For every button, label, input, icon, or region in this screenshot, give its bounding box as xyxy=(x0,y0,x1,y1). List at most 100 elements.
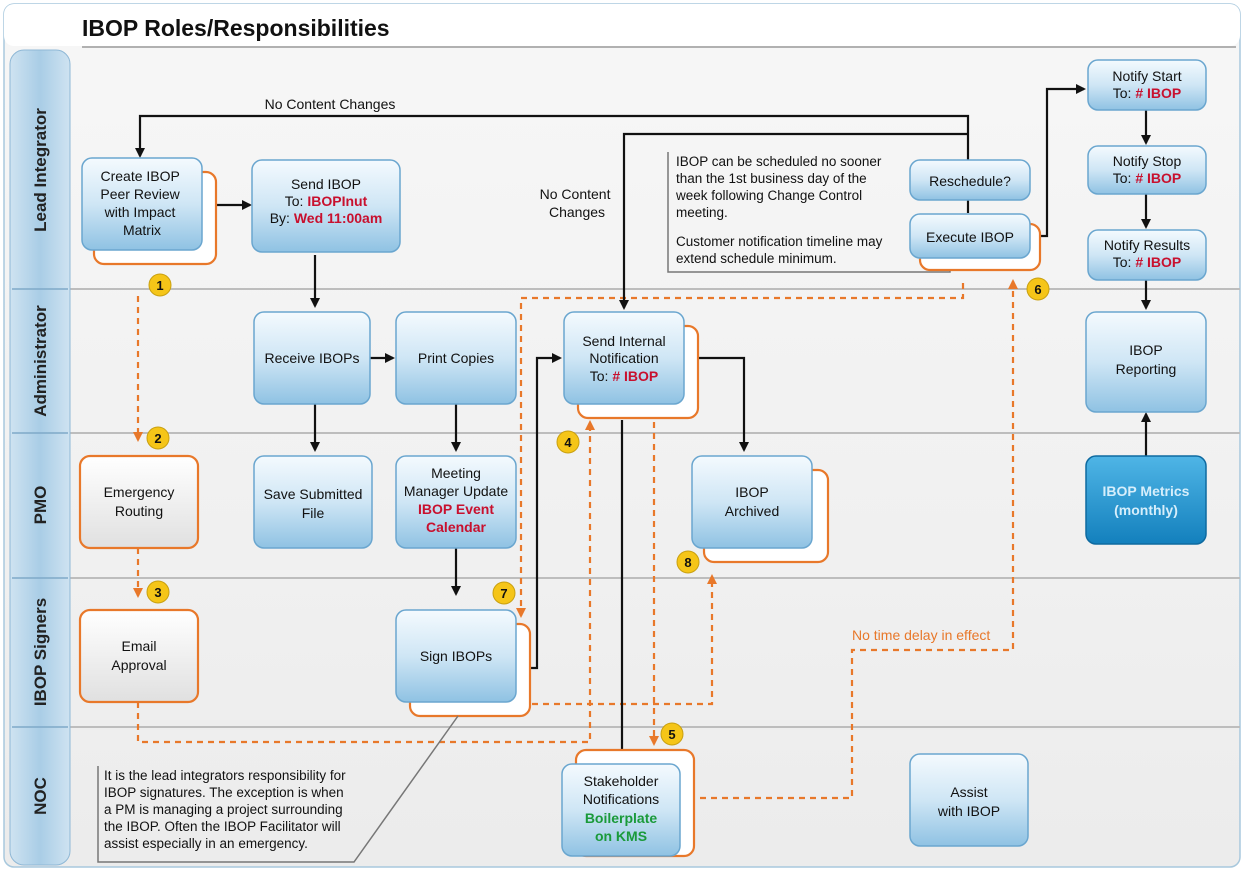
notify-stop-prefix: To: xyxy=(1113,170,1136,186)
send-internal-line2: Notification xyxy=(589,350,658,366)
execute-ibop-label: Execute IBOP xyxy=(926,229,1014,245)
notify-results-prefix: To: xyxy=(1113,254,1136,270)
svg-text:To: # IBOP: To: # IBOP xyxy=(1113,170,1181,186)
svg-text:Send IBOP: Send IBOP xyxy=(291,176,361,192)
notify-stop-title: Notify Stop xyxy=(1113,153,1182,169)
label-no-content-changes-mid: No Content xyxy=(540,186,611,202)
create-ibop-line: Matrix xyxy=(123,222,161,238)
note-line: extend schedule minimum. xyxy=(676,251,837,266)
stakeholder-green: Boilerplate xyxy=(585,810,658,826)
notify-results-value: # IBOP xyxy=(1135,254,1181,270)
note-line: It is the lead integrators responsibilit… xyxy=(104,768,346,783)
ibop-reporting-line: IBOP xyxy=(1129,342,1162,358)
svg-text:IBOP can be scheduled no soone: IBOP can be scheduled no sooner than the… xyxy=(675,154,886,266)
svg-text:8: 8 xyxy=(684,555,691,570)
ibop-reporting-line: Reporting xyxy=(1116,361,1177,377)
ibop-metrics-line: IBOP Metrics xyxy=(1103,483,1190,499)
svg-text:5: 5 xyxy=(668,727,675,742)
node-sign-ibops[interactable]: Sign IBOPs xyxy=(395,609,532,718)
note-line: IBOP signatures. The exception is when xyxy=(104,785,344,800)
responsibility-note: It is the lead integrators responsibilit… xyxy=(97,715,459,863)
node-print-copies[interactable]: Print Copies xyxy=(395,311,517,405)
svg-text:2: 2 xyxy=(154,431,161,446)
send-by-value: Wed 11:00am xyxy=(294,210,382,226)
svg-text:It is the lead integrators res: It is the lead integrators responsibilit… xyxy=(104,768,349,851)
send-to-value: IBOPInut xyxy=(307,193,367,209)
notify-results-title: Notify Results xyxy=(1104,237,1190,253)
meeting-manager-red: IBOP Event xyxy=(418,501,494,517)
notify-start-value: # IBOP xyxy=(1135,85,1181,101)
node-send-internal[interactable]: Send Internal Notification To: # IBOP xyxy=(563,311,700,420)
node-ibop-archived[interactable]: IBOP Archived xyxy=(691,455,830,564)
badge-2: 2 xyxy=(146,426,170,450)
svg-text:4: 4 xyxy=(564,435,572,450)
save-submitted-line: File xyxy=(302,505,325,521)
sign-ibops-label: Sign IBOPs xyxy=(420,648,492,664)
lane-ibop-signers: IBOP Signers xyxy=(31,598,50,706)
node-send-ibop[interactable]: Send IBOP To: IBOPInut By: Wed 11:00am xyxy=(251,159,401,253)
node-reschedule[interactable]: Reschedule? xyxy=(909,159,1031,201)
send-to-prefix: To: xyxy=(285,193,308,209)
print-copies-label: Print Copies xyxy=(418,350,494,366)
svg-text:To: # IBOP: To: # IBOP xyxy=(1113,85,1181,101)
node-receive-ibops[interactable]: Receive IBOPs xyxy=(253,311,371,405)
note-line: the IBOP. Often the IBOP Facilitator wil… xyxy=(104,819,341,834)
email-approval-line: Email xyxy=(121,638,156,654)
send-internal-line1: Send Internal xyxy=(582,333,665,349)
notify-start-prefix: To: xyxy=(1113,85,1136,101)
stakeholder-green: on KMS xyxy=(595,828,647,844)
badge-5: 5 xyxy=(660,722,684,746)
svg-text:3: 3 xyxy=(154,585,161,600)
meeting-manager-line: Manager Update xyxy=(404,483,509,499)
ibop-archived-line: IBOP xyxy=(735,484,768,500)
title-bar xyxy=(4,4,1240,46)
node-assist[interactable]: Assist with IBOP xyxy=(909,753,1029,847)
badge-8: 8 xyxy=(676,550,700,574)
note-line: than the 1st business day of the xyxy=(676,171,867,186)
node-notify-results[interactable]: Notify Results To: # IBOP xyxy=(1087,229,1207,281)
assist-line: Assist xyxy=(950,784,987,800)
node-ibop-reporting[interactable]: IBOP Reporting xyxy=(1085,311,1207,413)
node-execute-ibop[interactable]: Execute IBOP xyxy=(909,213,1042,272)
note-line: meeting. xyxy=(676,205,728,220)
ibop-archived-line: Archived xyxy=(725,503,779,519)
create-ibop-line: Create IBOP xyxy=(100,168,179,184)
node-notify-stop[interactable]: Notify Stop To: # IBOP xyxy=(1087,145,1207,195)
node-meeting-manager[interactable]: Meeting Manager Update IBOP Event Calend… xyxy=(395,455,517,549)
email-approval-line: Approval xyxy=(111,657,166,673)
node-save-submitted[interactable]: Save Submitted File xyxy=(253,455,373,549)
dashed-connectors xyxy=(133,279,1018,800)
note-line: week following Change Control xyxy=(675,188,862,203)
svg-text:No Content Changes: No Content Changes xyxy=(540,186,615,220)
node-create-ibop[interactable]: Create IBOP Peer Review with Impact Matr… xyxy=(81,157,218,266)
lane-pmo: PMO xyxy=(31,486,50,525)
svg-text:Create IBOP Peer Review: Create IBOP Peer Review with Impact Matr… xyxy=(100,168,183,238)
receive-ibops-label: Receive IBOPs xyxy=(265,350,360,366)
svg-text:7: 7 xyxy=(500,586,507,601)
note-line: IBOP can be scheduled no sooner xyxy=(676,154,882,169)
node-ibop-metrics[interactable]: IBOP Metrics (monthly) xyxy=(1085,455,1207,545)
note-line: Customer notification timeline may xyxy=(676,234,883,249)
reschedule-label: Reschedule? xyxy=(929,173,1011,189)
node-stakeholder[interactable]: Stakeholder Notifications Boilerplate on… xyxy=(561,748,696,858)
emergency-routing-line: Routing xyxy=(115,503,163,519)
svg-text:By: Wed 11:00am: By: Wed 11:00am xyxy=(270,210,383,226)
badge-6: 6 xyxy=(1026,277,1050,301)
label-no-time-delay: No time delay in effect xyxy=(852,627,990,643)
create-ibop-line: with Impact xyxy=(104,204,176,220)
svg-text:6: 6 xyxy=(1034,282,1041,297)
lane-column xyxy=(9,49,71,866)
notify-stop-value: # IBOP xyxy=(1135,170,1181,186)
svg-text:To: # IBOP: To: # IBOP xyxy=(590,368,658,384)
send-ibop-title: Send IBOP xyxy=(291,176,361,192)
badge-1: 1 xyxy=(148,273,172,297)
page-title: IBOP Roles/Responsibilities xyxy=(82,15,390,41)
node-emergency-routing[interactable]: Emergency Routing xyxy=(78,454,200,550)
node-email-approval[interactable]: Email Approval xyxy=(78,608,200,704)
node-notify-start[interactable]: Notify Start To: # IBOP xyxy=(1087,59,1207,111)
save-submitted-line: Save Submitted xyxy=(264,486,363,502)
create-ibop-line: Peer Review xyxy=(100,186,180,202)
lane-administrator: Administrator xyxy=(31,305,50,417)
